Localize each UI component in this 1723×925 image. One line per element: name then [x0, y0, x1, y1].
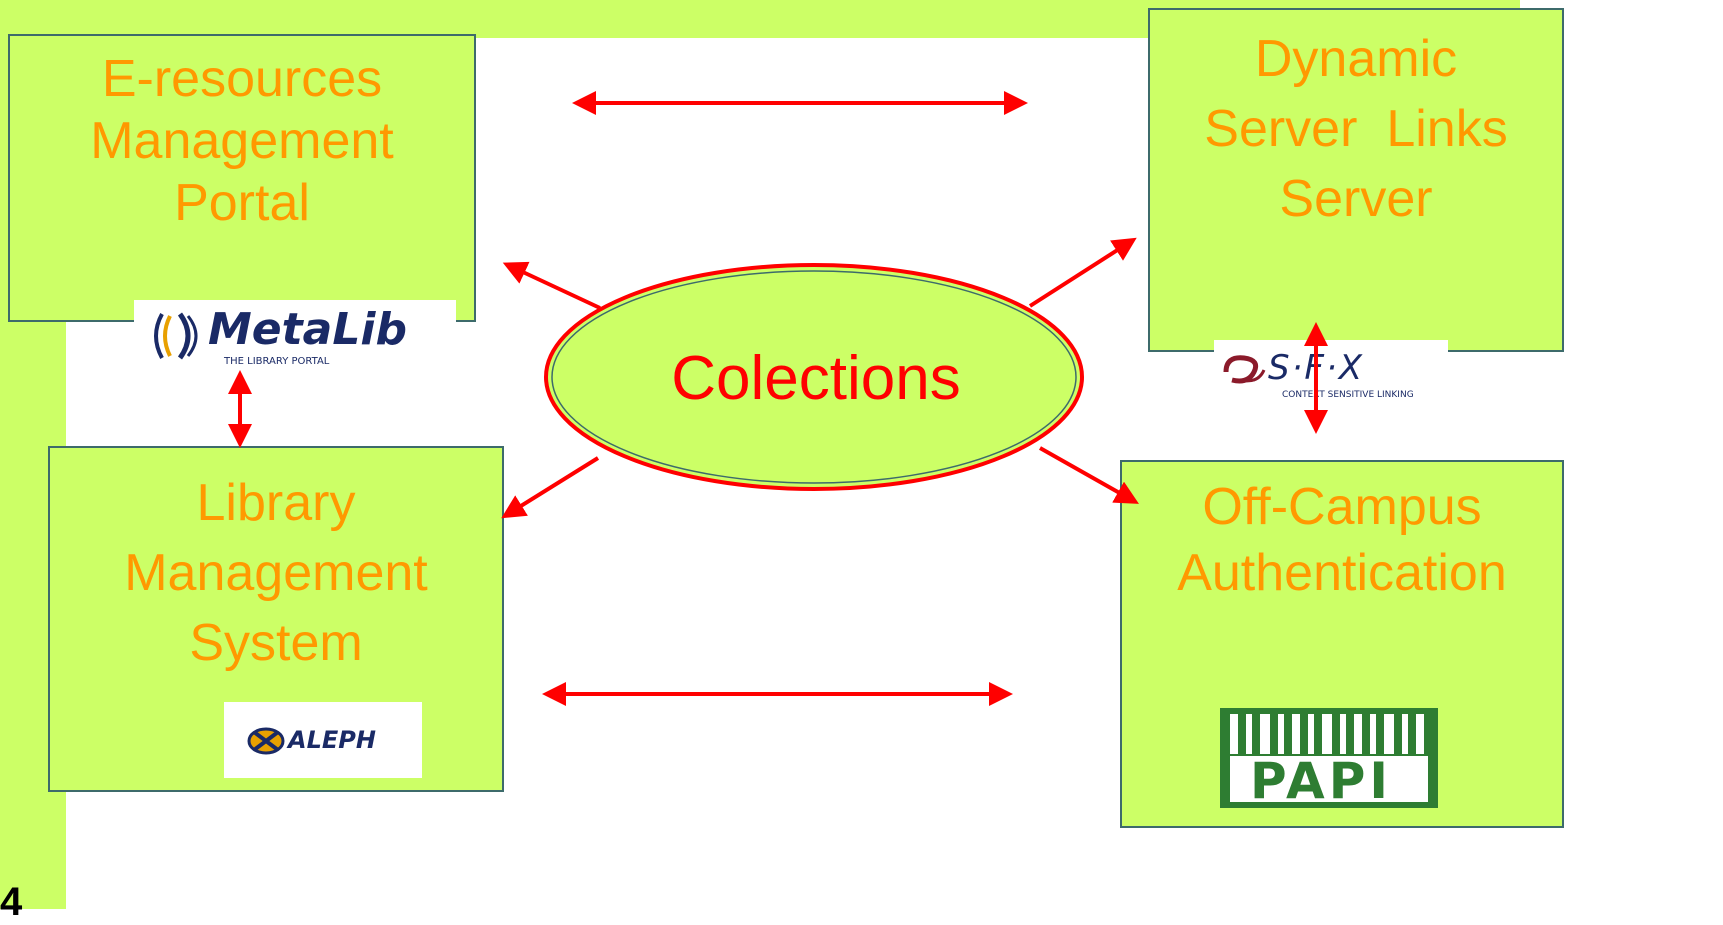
box-line: Dynamic — [1254, 30, 1458, 88]
box-line: Portal — [174, 174, 310, 232]
collections-ellipse-inner-edge — [551, 270, 1077, 484]
sfx-logo: S·F·X CONTEXT SENSITIVE LINKING — [1214, 340, 1448, 408]
papi-wordmark: PAPI — [1250, 752, 1393, 810]
arrow-to-eresources — [502, 261, 601, 310]
collections-ellipse — [544, 263, 1084, 491]
box-line: System — [189, 614, 363, 672]
eresources-management-portal-box: E-resources Management Portal — [8, 34, 476, 322]
box-line: Server Links — [1204, 100, 1508, 158]
papi-logo: PAPI — [1220, 708, 1438, 810]
box-line: Management — [90, 112, 394, 170]
slide-number: 4 — [0, 880, 23, 924]
aleph-logo: ALEPH — [224, 702, 422, 778]
arrow-to-offcampus — [1039, 446, 1139, 504]
aleph-wordmark: ALEPH — [288, 726, 376, 754]
box-line: Authentication — [1177, 544, 1507, 602]
box-line: E-resources — [101, 50, 383, 108]
metalib-mark-icon — [154, 312, 198, 360]
box-line: Server — [1279, 170, 1433, 228]
metalib-tagline: THE LIBRARY PORTAL — [224, 356, 330, 367]
arrow-to-library — [501, 456, 600, 519]
papi-barcode-icon — [1220, 708, 1438, 808]
metalib-wordmark: MetaLib — [208, 304, 407, 355]
metalib-logo: MetaLib THE LIBRARY PORTAL — [134, 300, 456, 374]
arrow-to-dynamic — [1028, 237, 1137, 308]
sfx-mark-icon — [1223, 355, 1266, 384]
box-line: Management — [124, 544, 428, 602]
dynamic-server-links-box: Dynamic Server Links Server — [1148, 8, 1564, 352]
box-line: Off-Campus — [1202, 478, 1482, 536]
aleph-mark-icon — [247, 727, 285, 755]
collections-label: Colections — [671, 343, 961, 413]
sfx-tagline: CONTEXT SENSITIVE LINKING — [1282, 390, 1414, 400]
box-line: Library — [196, 474, 356, 532]
